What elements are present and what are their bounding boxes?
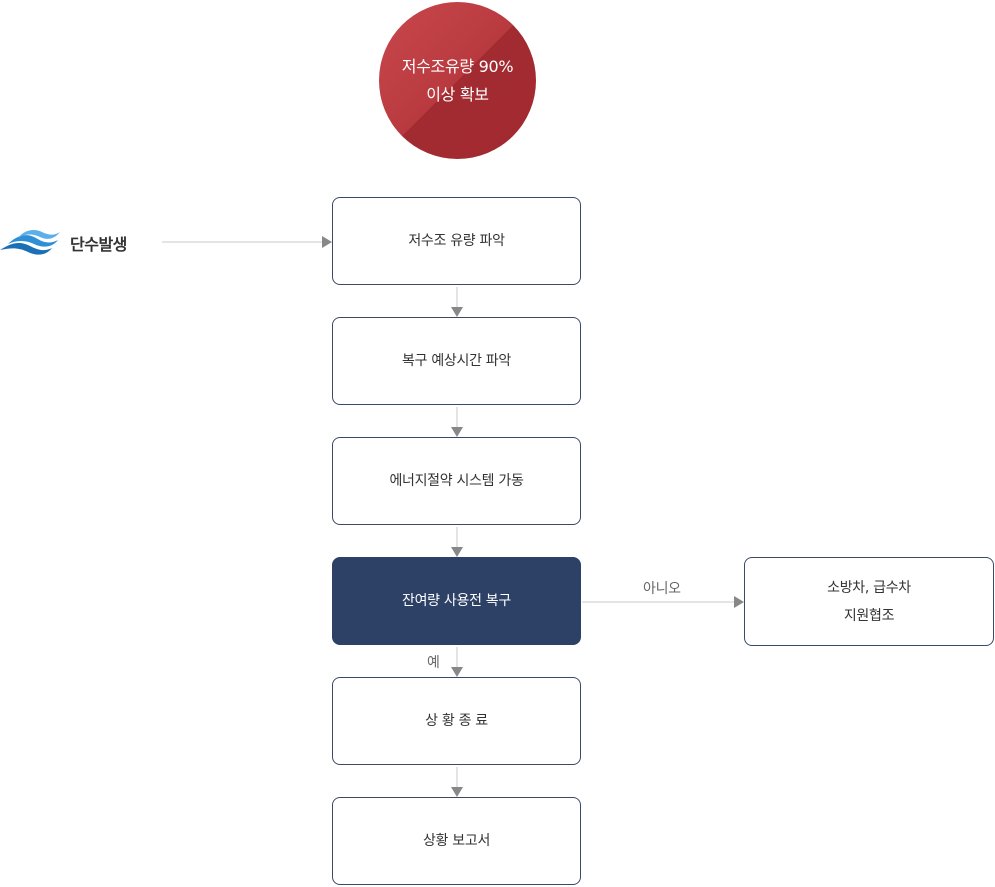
arrowhead-step5-step6 bbox=[451, 787, 463, 797]
step-label: 저수조 유량 파악 bbox=[408, 233, 505, 249]
side-line-1: 소방차, 급수차 bbox=[827, 579, 911, 596]
arrowhead-step4-side bbox=[734, 596, 744, 608]
step-estimate-recovery-time: 복구 예상시간 파악 bbox=[332, 317, 581, 405]
side-line-2: 지원협조 bbox=[843, 607, 895, 624]
step-label: 상황 보고서 bbox=[422, 833, 491, 849]
arrowhead-step1-step2 bbox=[451, 307, 463, 317]
step-energy-saving-system: 에너지절약 시스템 가동 bbox=[332, 437, 581, 525]
goal-line-1: 저수조유량 90% bbox=[401, 56, 514, 76]
step-label: 잔여량 사용전 복구 bbox=[402, 593, 511, 609]
step-label: 상 황 종 료 bbox=[425, 713, 488, 729]
step-restore-before-depletion: 잔여량 사용전 복구 bbox=[332, 557, 581, 645]
branch-no-label: 아니오 bbox=[643, 581, 681, 597]
start-event: 단수발생 bbox=[0, 226, 127, 260]
branch-yes-label: 예 bbox=[427, 655, 440, 671]
arrowhead-step3-step4 bbox=[451, 547, 463, 557]
goal-line-2: 이상 확보 bbox=[426, 84, 489, 104]
goal-circle: 저수조유량 90% 이상 확보 bbox=[379, 2, 536, 159]
arrowhead-step2-step3 bbox=[451, 427, 463, 437]
step-situation-end: 상 황 종 료 bbox=[332, 677, 581, 765]
arrowhead-start-step1 bbox=[322, 236, 332, 248]
step-label: 에너지절약 시스템 가동 bbox=[389, 473, 524, 489]
water-wave-icon bbox=[0, 230, 60, 255]
step-label: 복구 예상시간 파악 bbox=[402, 353, 511, 369]
side-box-fire-truck-support: 소방차, 급수차 지원협조 bbox=[744, 557, 994, 646]
step-situation-report: 상황 보고서 bbox=[332, 797, 581, 885]
start-label-text: 단수발생 bbox=[70, 235, 127, 254]
arrowhead-step4-step5 bbox=[451, 667, 463, 677]
step-check-tank-flow: 저수조 유량 파악 bbox=[332, 197, 581, 285]
